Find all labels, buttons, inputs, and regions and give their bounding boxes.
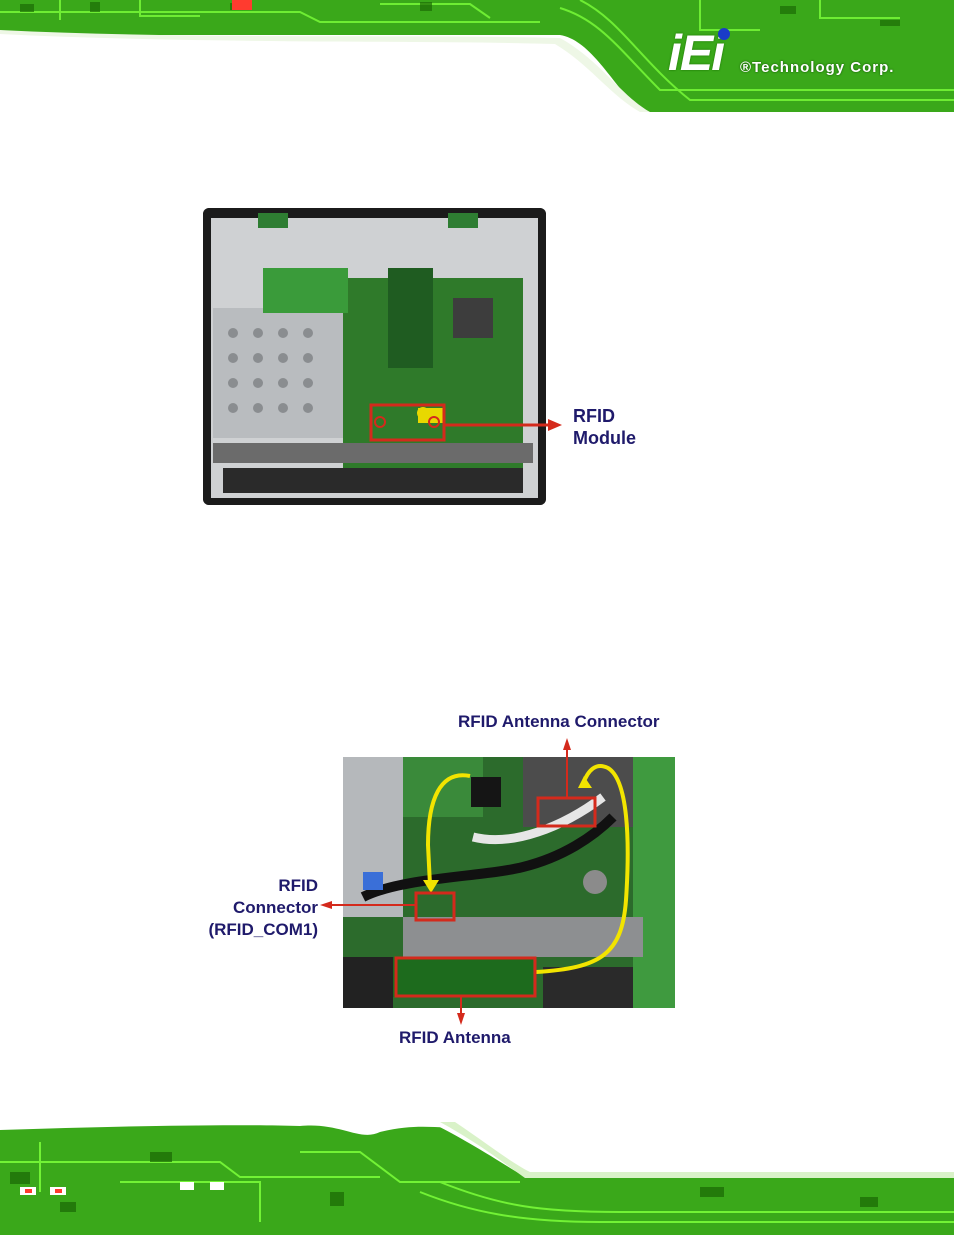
figure1-photo — [203, 208, 546, 505]
header-pcb-band — [0, 0, 954, 112]
antenna-connector-label: RFID Antenna Connector — [458, 712, 660, 731]
rfid-connector-arrow — [320, 901, 332, 909]
logo-mark: iEi — [668, 25, 725, 81]
rfid-connector-label-line1: RFID — [278, 876, 318, 895]
rfid-module-arrow — [548, 419, 562, 431]
rfid-module-label-line2: Module — [573, 428, 636, 448]
rfid-module-label-line1: RFID — [573, 406, 615, 426]
logo-dot — [718, 28, 730, 40]
antenna-connector-arrow — [563, 738, 571, 750]
rfid-module-label: RFID Module — [573, 405, 636, 449]
rfid-connector-label: RFID Connector (RFID_COM1) — [170, 875, 318, 941]
company-logo: iEi ®Technology Corp. — [668, 28, 938, 88]
rfid-connector-label-line3: (RFID_COM1) — [208, 920, 318, 939]
rfid-antenna-arrow — [457, 1013, 465, 1025]
rfid-antenna-label: RFID Antenna — [399, 1028, 511, 1047]
rfid-connector-label-line2: Connector — [233, 898, 318, 917]
figure2-photo — [343, 757, 675, 1008]
logo-company-name: ®Technology Corp. — [740, 59, 895, 76]
footer-pcb-band — [0, 1122, 954, 1235]
